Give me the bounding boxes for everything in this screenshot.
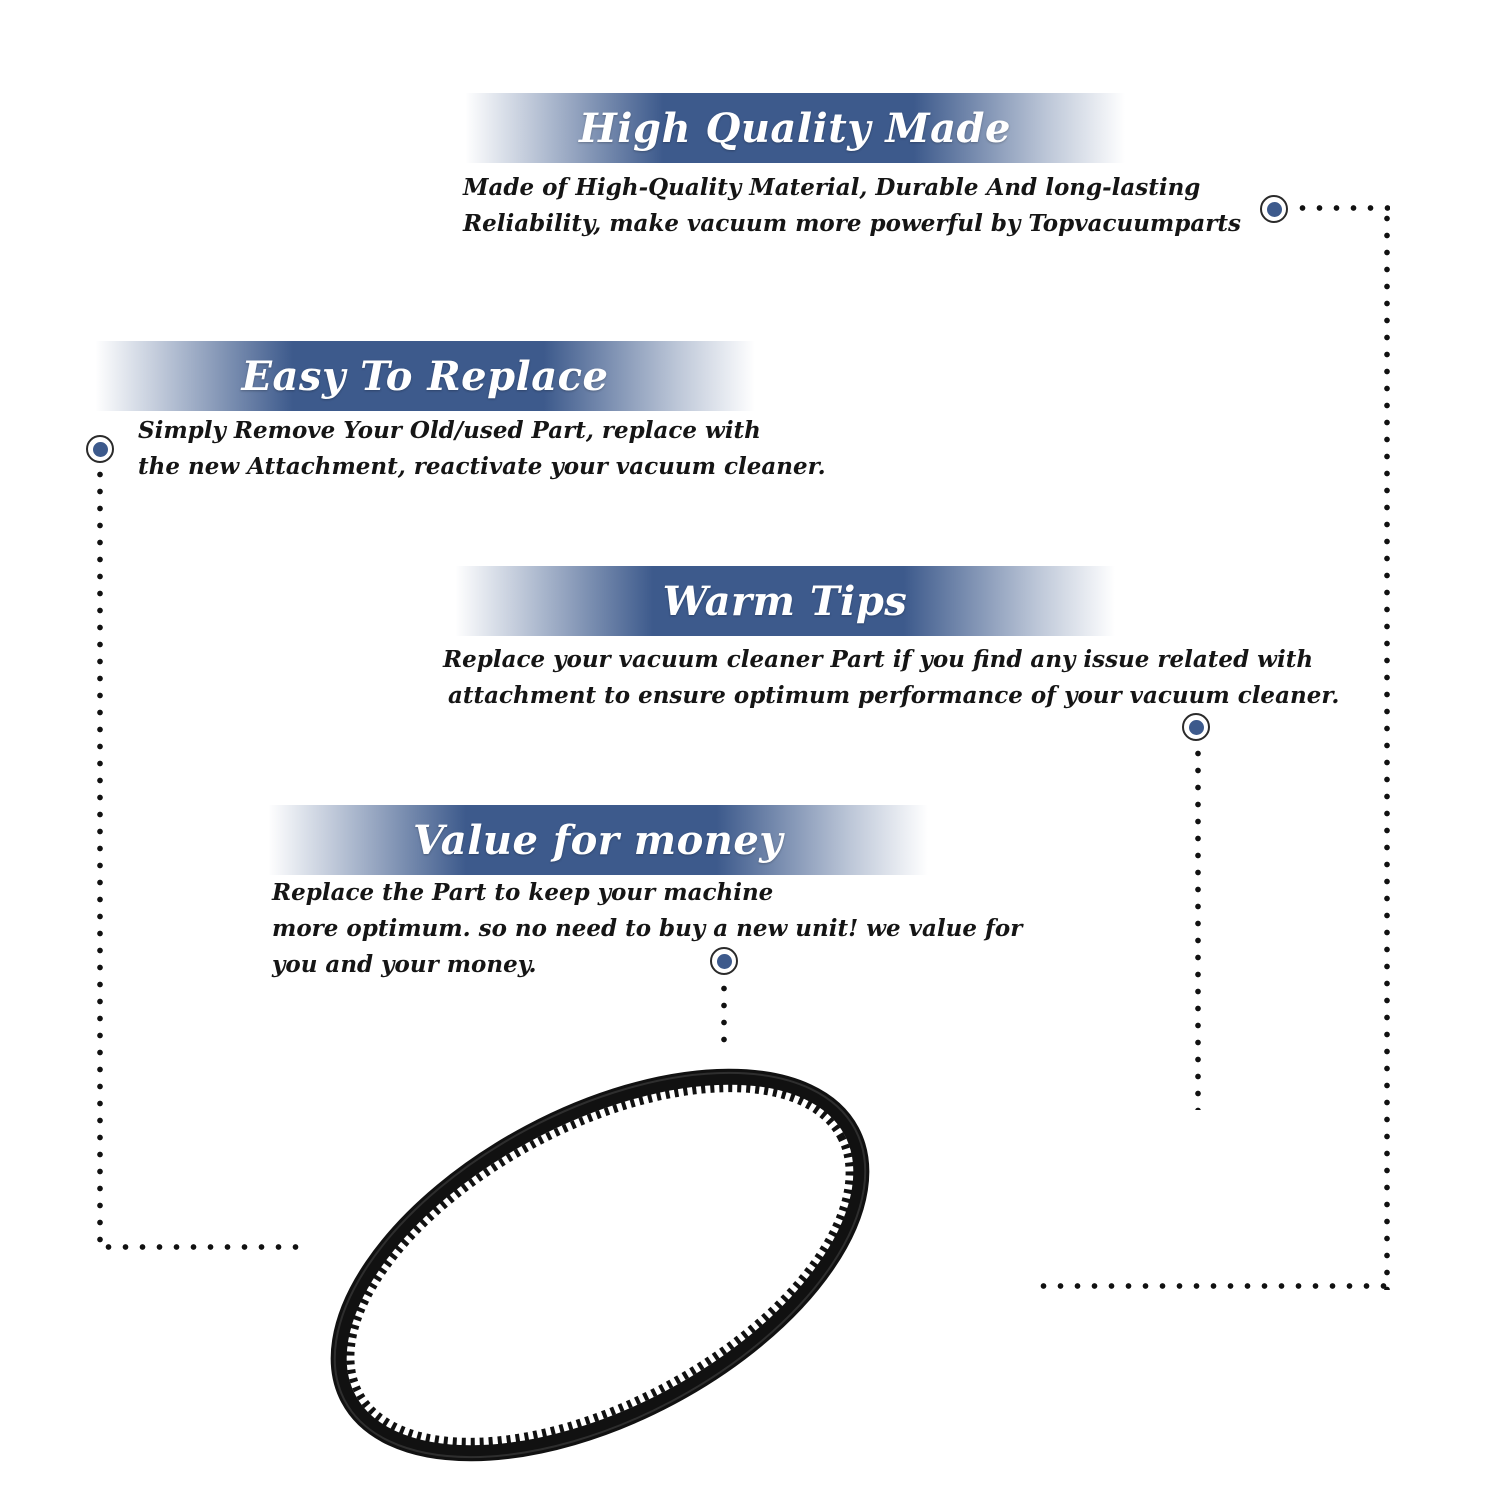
description-value-money: Replace the Part to keep your machine mo… [272,875,1022,983]
banner-warm-tips: Warm Tips [455,566,1115,636]
banner-title: High Quality Made [579,104,1011,152]
description-line: the new Attachment, reactivate your vacu… [138,453,826,480]
banner-easy-replace: Easy To Replace [95,341,755,411]
description-line: you and your money. [272,951,537,978]
target-dot-icon [1260,195,1288,223]
banner-title: Value for money [412,816,784,864]
description-line: more optimum. so no need to buy a new un… [272,915,1023,942]
target-dot-icon [86,435,114,463]
connector-tips-vertical [1195,745,1201,1110]
description-high-quality: Made of High-Quality Material, Durable A… [463,170,1241,242]
description-line: attachment to ensure optimum performance… [448,682,1340,709]
drive-belt-image [330,1068,870,1462]
banner-high-quality: High Quality Made [465,93,1125,163]
connector-quality-top [1294,205,1390,211]
description-warm-tips: Replace your vacuum cleaner Part if you … [443,642,1339,714]
description-line: Simply Remove Your Old/used Part, replac… [138,417,761,444]
target-dot-icon [1182,713,1210,741]
description-line: Replace your vacuum cleaner Part if you … [443,646,1314,673]
banner-title: Easy To Replace [241,352,609,400]
description-line: Reliability, make vacuum more powerful b… [463,210,1241,237]
description-easy-replace: Simply Remove Your Old/used Part, replac… [138,413,826,485]
target-dot-icon [710,947,738,975]
banner-value-money: Value for money [268,805,928,875]
description-line: Replace the Part to keep your machine [272,879,774,906]
banner-title: Warm Tips [662,577,908,625]
connector-right-vertical [1384,210,1390,1290]
connector-bottom-right [1035,1283,1390,1289]
description-line: Made of High-Quality Material, Durable A… [463,174,1201,201]
connector-bottom-left [100,1244,300,1250]
connector-value-vertical [721,980,727,1052]
connector-left-vertical [97,466,103,1251]
